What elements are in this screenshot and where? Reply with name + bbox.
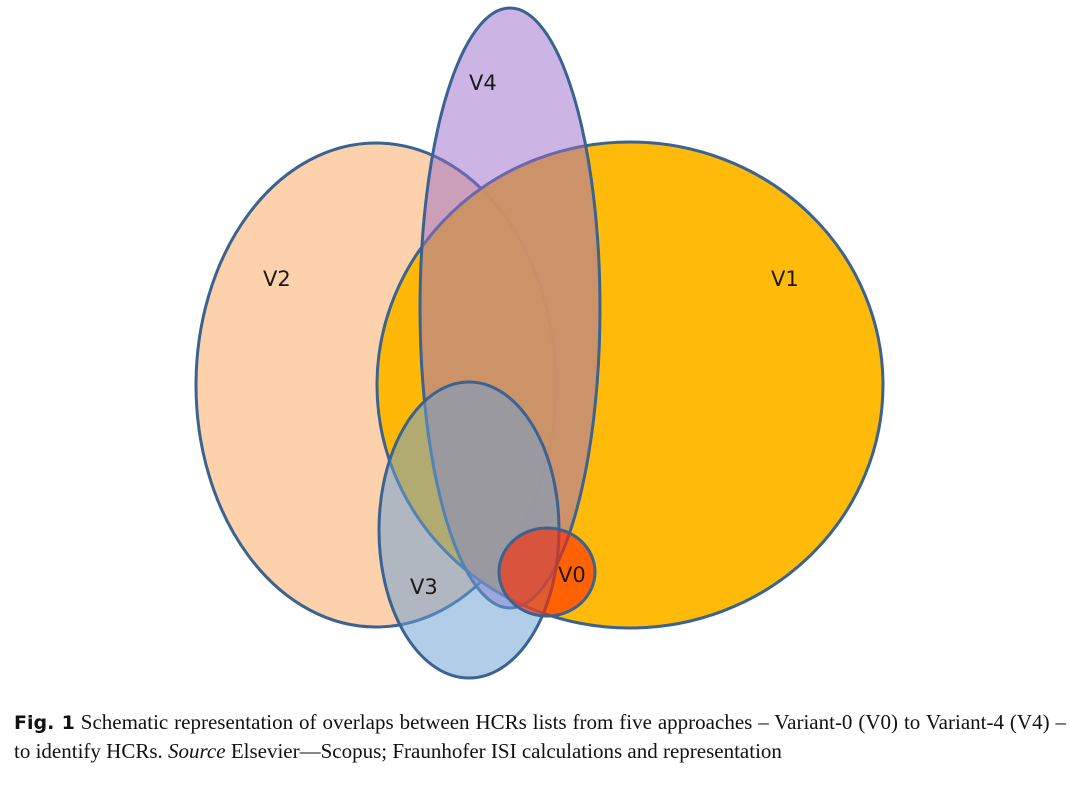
figure-caption: Fig. 1 Schematic representation of overl… bbox=[14, 708, 1066, 765]
caption-text-part2: Elsevier—Scopus; Fraunhofer ISI calculat… bbox=[230, 739, 782, 763]
set-v4-label: V4 bbox=[469, 71, 497, 95]
set-v0-label: V0 bbox=[558, 563, 586, 587]
set-v0-ellipse bbox=[497, 526, 597, 618]
set-v1-label: V1 bbox=[771, 267, 799, 291]
caption-text-part1: Schematic representation of overlaps bet… bbox=[14, 710, 1067, 763]
caption-source-word: Source bbox=[168, 739, 226, 763]
set-v2-label: V2 bbox=[263, 267, 291, 291]
figure-number: Fig. 1 bbox=[14, 712, 75, 734]
set-v3-label: V3 bbox=[410, 575, 438, 599]
venn-diagram: V4 V2 V1 V3 V0 bbox=[194, 6, 885, 680]
